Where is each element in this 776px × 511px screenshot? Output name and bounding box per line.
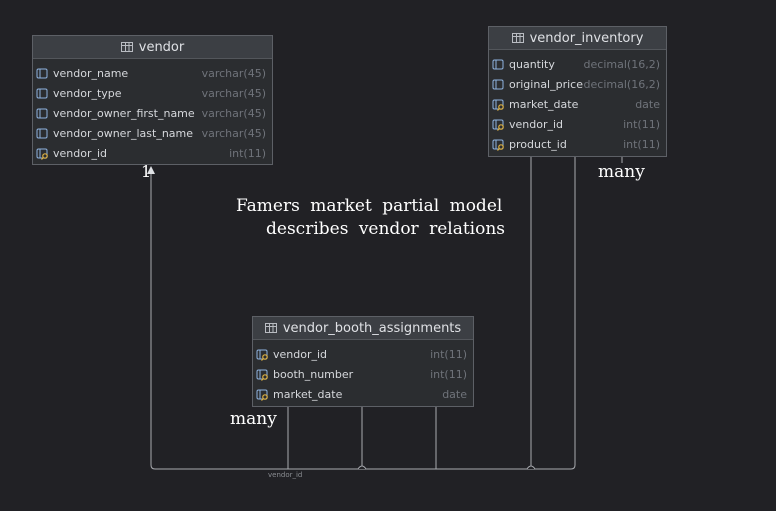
primary-key-icon bbox=[492, 139, 504, 151]
column-row[interactable]: market_date date bbox=[489, 94, 666, 114]
column-row[interactable]: quantity decimal(16,2) bbox=[489, 54, 666, 74]
table-icon bbox=[511, 33, 524, 43]
column-icon bbox=[492, 79, 504, 89]
primary-key-icon bbox=[492, 99, 504, 111]
primary-key-icon bbox=[256, 349, 268, 361]
column-name: vendor_id bbox=[53, 146, 108, 160]
primary-key-icon bbox=[256, 389, 268, 401]
column-row[interactable]: vendor_id int(11) bbox=[33, 143, 272, 163]
column-name: market_date bbox=[509, 97, 579, 111]
primary-key-icon bbox=[256, 369, 268, 381]
table-vendor-booth-assignments[interactable]: vendor_booth_assignments vendor_id int(11… bbox=[252, 316, 474, 407]
column-type: varchar(45) bbox=[201, 106, 266, 120]
column-row[interactable]: market_date date bbox=[253, 384, 473, 404]
column-name: vendor_name bbox=[53, 66, 129, 80]
column-type: date bbox=[442, 387, 467, 401]
column-name: vendor_owner_first_name bbox=[53, 106, 195, 120]
column-type: int(11) bbox=[229, 146, 266, 160]
table-vendor-booth-assignments-columns: vendor_id int(11) booth_number int(11) mar… bbox=[253, 340, 473, 404]
column-name: market_date bbox=[273, 387, 343, 401]
column-type: decimal(16,2) bbox=[583, 57, 660, 71]
column-name: vendor_type bbox=[53, 86, 122, 100]
column-type: int(11) bbox=[623, 117, 660, 131]
table-vendor-inventory-title: vendor_inventory bbox=[529, 30, 644, 46]
column-row[interactable]: vendor_owner_first_name varchar(45) bbox=[33, 103, 272, 123]
column-type: int(11) bbox=[430, 367, 467, 381]
column-icon bbox=[36, 108, 48, 118]
edge-hops bbox=[357, 465, 536, 470]
column-icon bbox=[36, 88, 48, 98]
caption-line-2: describes vendor relations bbox=[266, 219, 506, 239]
column-type: int(11) bbox=[430, 347, 467, 361]
edge-label: vendor_id bbox=[268, 471, 303, 479]
cardinality-one-label: 1 bbox=[141, 162, 152, 181]
primary-key-icon bbox=[36, 148, 48, 160]
table-vendor-inventory[interactable]: vendor_inventory quantity decimal(16,2) o… bbox=[488, 26, 667, 157]
cardinality-many-booth-label: many bbox=[230, 409, 277, 429]
column-name: vendor_id bbox=[273, 347, 328, 361]
column-row[interactable]: vendor_owner_last_name varchar(45) bbox=[33, 123, 272, 143]
column-row[interactable]: vendor_name varchar(45) bbox=[33, 63, 272, 83]
column-name: vendor_id bbox=[509, 117, 564, 131]
column-name: product_id bbox=[509, 137, 567, 151]
table-vendor-inventory-header[interactable]: vendor_inventory bbox=[489, 27, 666, 50]
column-name: booth_number bbox=[273, 367, 354, 381]
table-vendor-title: vendor bbox=[138, 39, 185, 55]
table-icon bbox=[120, 42, 133, 52]
column-row[interactable]: vendor_id int(11) bbox=[489, 114, 666, 134]
column-row[interactable]: product_id int(11) bbox=[489, 134, 666, 154]
column-type: varchar(45) bbox=[201, 86, 266, 100]
column-type: int(11) bbox=[623, 137, 660, 151]
column-name: vendor_owner_last_name bbox=[53, 126, 194, 140]
caption-line-1: Famers market partial model bbox=[236, 196, 503, 216]
column-icon bbox=[36, 68, 48, 78]
column-row[interactable]: vendor_type varchar(45) bbox=[33, 83, 272, 103]
column-type: date bbox=[635, 97, 660, 111]
column-icon bbox=[492, 59, 504, 69]
column-type: decimal(16,2) bbox=[583, 77, 660, 91]
cardinality-many-inventory-label: many bbox=[598, 162, 645, 182]
table-vendor-header[interactable]: vendor bbox=[33, 36, 272, 59]
table-vendor-booth-assignments-header[interactable]: vendor_booth_assignments bbox=[253, 317, 473, 340]
column-row[interactable]: vendor_id int(11) bbox=[253, 344, 473, 364]
table-vendor[interactable]: vendor vendor_name varchar(45) vendor_typ… bbox=[32, 35, 273, 165]
column-name: quantity bbox=[509, 57, 555, 71]
column-type: varchar(45) bbox=[201, 126, 266, 140]
column-row[interactable]: booth_number int(11) bbox=[253, 364, 473, 384]
arrowhead-icon bbox=[147, 166, 155, 174]
table-vendor-booth-assignments-title: vendor_booth_assignments bbox=[282, 320, 462, 336]
column-icon bbox=[36, 128, 48, 138]
column-type: varchar(45) bbox=[201, 66, 266, 80]
table-icon bbox=[264, 323, 277, 333]
primary-key-icon bbox=[492, 119, 504, 131]
column-name: original_price bbox=[509, 77, 583, 91]
